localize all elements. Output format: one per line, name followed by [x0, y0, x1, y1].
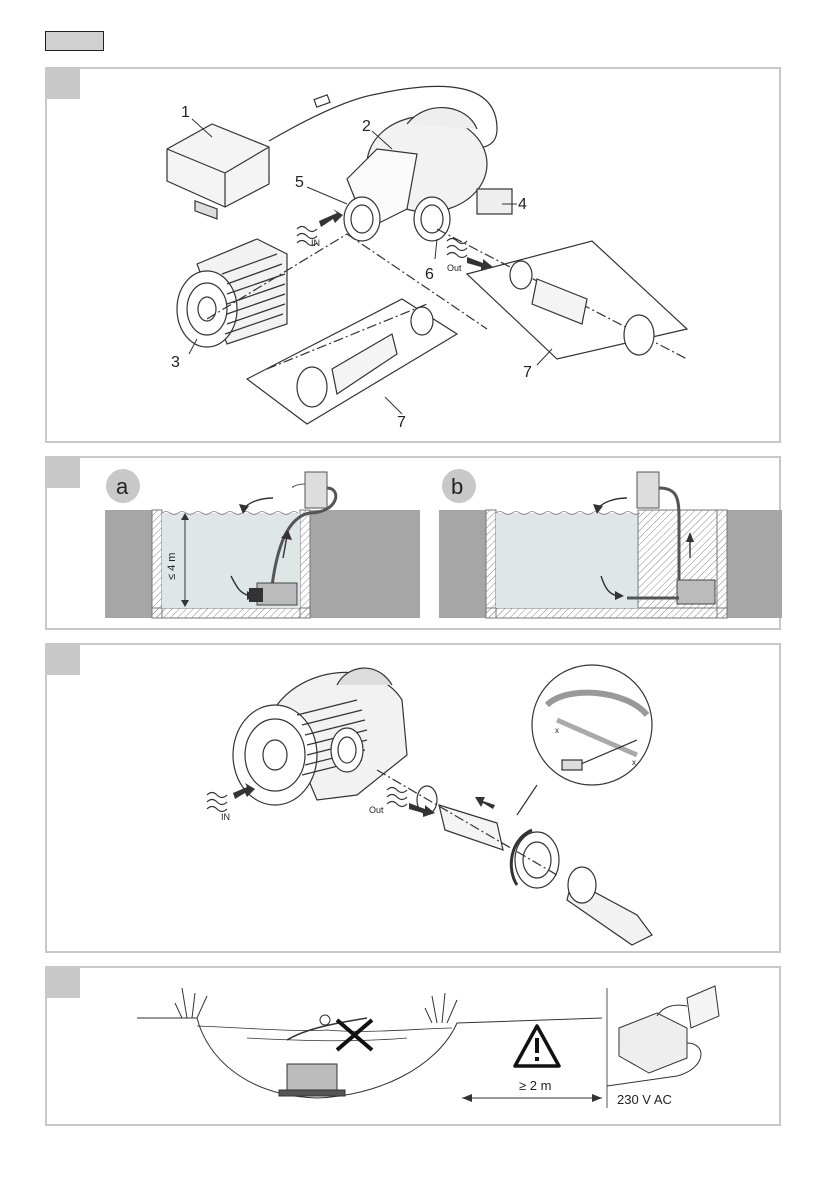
outlet-6 [414, 197, 450, 241]
controller-unit [619, 1013, 687, 1073]
panel-hose-connection: IN Out x x [45, 643, 781, 953]
label-1: 1 [181, 104, 190, 121]
label-4: 4 [518, 196, 527, 213]
reed-right [425, 993, 457, 1023]
label-5: 5 [295, 174, 304, 191]
out-label: Out [447, 263, 462, 273]
push-arrow-icon [475, 797, 495, 809]
label-7-right: 7 [523, 364, 532, 381]
scenario-b: b [439, 469, 782, 618]
safety-drawing: ≥ 2 m 230 V AC [47, 968, 783, 1128]
controller-box [167, 124, 269, 219]
union-nut [515, 832, 559, 888]
distance-label: ≥ 2 m [519, 1078, 551, 1093]
pump-body [233, 668, 407, 805]
label-3: 3 [171, 354, 180, 371]
depth-label: ≤ 4 m [166, 553, 178, 580]
hose-adapter [439, 805, 503, 850]
panel-installation: ≤ 4 m a b [45, 456, 781, 630]
x-label-2: x [632, 758, 636, 767]
prohibited-x-icon [337, 1020, 372, 1050]
out-arrow-icon [409, 803, 435, 817]
scenario-a-label: a [116, 474, 129, 499]
out-label: Out [369, 805, 384, 815]
exploded-view-drawing: 1 2 5 4 6 3 7 7 IN Out [47, 69, 783, 445]
in-arrow-icon [319, 209, 343, 227]
panel-safety: ≥ 2 m 230 V AC [45, 966, 781, 1126]
detail-magnifier [532, 665, 652, 785]
panel-exploded-view: 1 2 5 4 6 3 7 7 IN Out [45, 67, 781, 443]
in-label: IN [311, 238, 320, 248]
hose-connection-drawing: IN Out x x [47, 645, 783, 955]
x-label-1: x [555, 726, 559, 735]
out-arrow-icon [467, 257, 493, 271]
label-2: 2 [362, 118, 371, 135]
hose-adapter-set-right [467, 241, 687, 359]
reed-left [175, 988, 207, 1018]
installation-drawing: ≤ 4 m a b [47, 458, 783, 632]
section-tab [45, 31, 104, 51]
in-label: IN [221, 812, 230, 822]
scenario-a: ≤ 4 m a [105, 469, 420, 618]
label-6: 6 [425, 266, 434, 283]
scenario-b-label: b [451, 474, 463, 499]
label-7-left: 7 [397, 414, 406, 431]
intake-strainer [177, 239, 287, 347]
wall-socket [687, 986, 719, 1028]
hose-clamp [568, 867, 596, 903]
pump-in-pond [287, 1064, 337, 1090]
warning-triangle-icon [515, 1026, 559, 1066]
voltage-label: 230 V AC [617, 1092, 672, 1107]
outlet-5 [344, 197, 380, 241]
